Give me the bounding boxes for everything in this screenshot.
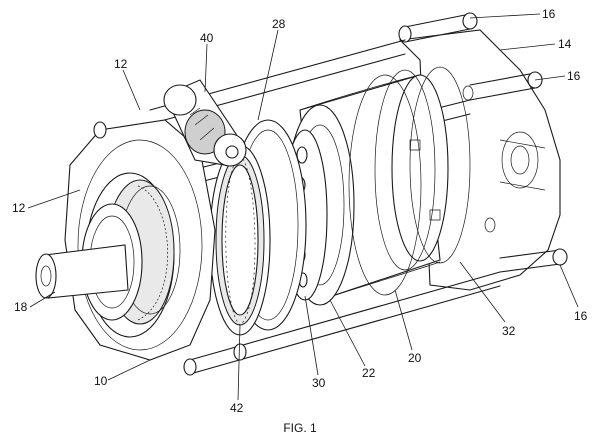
ref-28: 28 (272, 17, 286, 31)
ref-42: 42 (230, 401, 244, 415)
ref-14: 14 (558, 37, 572, 51)
ref-16-middle: 16 (567, 69, 581, 83)
ref-20: 20 (408, 351, 422, 365)
reference-numerals: 16 14 16 40 28 12 12 18 10 42 30 22 20 3… (12, 7, 588, 415)
ref-32: 32 (502, 324, 516, 338)
figure-caption: FIG. 1 (283, 421, 317, 435)
output-shaft (35, 244, 129, 299)
tie-rod-lower (183, 248, 568, 376)
ref-16-bottom: 16 (574, 309, 588, 323)
ref-40: 40 (200, 31, 214, 45)
ref-10: 10 (94, 374, 108, 388)
ref-18: 18 (14, 300, 28, 314)
ref-22: 22 (362, 366, 376, 380)
ring-gear (209, 144, 271, 336)
ref-16-top: 16 (542, 7, 556, 21)
ref-12-top: 12 (114, 57, 128, 71)
ref-12-left: 12 (12, 201, 26, 215)
leader-lines (27, 13, 579, 401)
drive-motor (163, 79, 247, 167)
ref-30: 30 (312, 376, 326, 390)
